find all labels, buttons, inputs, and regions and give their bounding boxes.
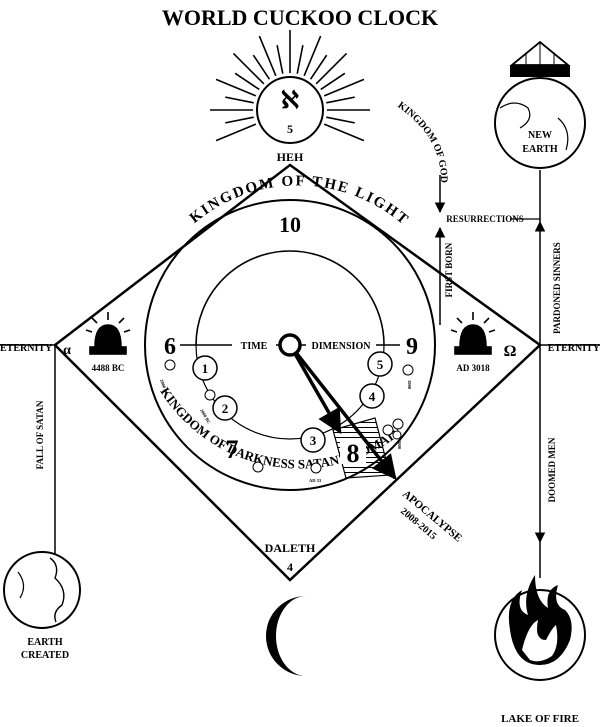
sun-ray — [215, 78, 257, 97]
dial-number-eight: 8 — [347, 439, 360, 468]
end-date-label: AD 3018 — [456, 363, 490, 373]
omega-symbol: Ω — [504, 343, 517, 360]
dial-number-nine: 9 — [406, 334, 418, 360]
sun-ray — [326, 116, 355, 124]
clock-hand-long — [288, 343, 397, 480]
alpha-symbol: α — [63, 343, 71, 358]
svg-text:1: 1 — [202, 361, 209, 376]
first-born-label: FIRST BORN — [444, 242, 454, 297]
outer-diamond — [53, 163, 542, 582]
svg-text:2: 2 — [222, 401, 229, 416]
sun-ray — [225, 96, 254, 104]
new-earth-icon — [494, 40, 586, 169]
sun-ray — [258, 35, 277, 77]
svg-text:3: 3 — [310, 433, 317, 448]
lake-of-fire-label: LAKE OF FIRE — [501, 713, 579, 725]
svg-text:4: 4 — [369, 389, 376, 404]
inner-time-arc — [195, 250, 385, 346]
start-date-label: 4488 BC — [92, 363, 125, 373]
sun-ray — [326, 96, 355, 104]
dimension-label: DIMENSION — [312, 341, 372, 352]
sun-ray — [225, 116, 254, 124]
sun-glyph: ℵ — [281, 88, 299, 114]
pardoned-label: PARDONED SINNERS — [552, 242, 562, 334]
lake-of-fire-icon — [494, 575, 586, 681]
clock-hand-short — [288, 344, 342, 435]
doomed-label: DOOMED MEN — [547, 437, 557, 502]
date-badge: 1000 — [397, 440, 402, 450]
new-earth-line2: EARTH — [522, 144, 557, 155]
sun-ray — [232, 52, 265, 85]
sun-rays — [210, 30, 370, 142]
sun-ray — [320, 72, 346, 91]
daleth-label: DALETH — [265, 541, 316, 555]
tiny-badge — [164, 359, 414, 474]
sun-ray — [215, 123, 257, 142]
sun-ray — [276, 45, 284, 74]
sun-ray — [315, 52, 348, 85]
eternity-left-label: ETERNITY — [0, 343, 53, 354]
eternity-right-label: ETERNITY — [548, 343, 600, 354]
date-badge: 2000 BC — [159, 379, 169, 396]
date-badge: 1000 — [407, 380, 412, 390]
diagram-title: WORLD CUCKOO CLOCK — [162, 5, 438, 30]
new-earth-line1: NEW — [528, 130, 552, 141]
dial-hub — [278, 333, 302, 357]
date-badge: AD 33 — [309, 478, 322, 483]
kingdom-god-label: KINGDOM OF GOD — [395, 100, 449, 183]
sun-circle — [256, 76, 324, 144]
alarm-bell-left-icon — [85, 312, 131, 355]
dial-number-seven: 7 — [226, 435, 239, 464]
crescent-moon-icon — [265, 595, 306, 676]
earth-globe-icon — [3, 551, 81, 629]
earth-created-line2: CREATED — [21, 650, 69, 661]
resurrections-label: RESURRECTIONS — [446, 214, 524, 224]
sun-ray — [296, 45, 304, 74]
svg-text:5: 5 — [377, 357, 384, 372]
dial-number-six: 6 — [164, 334, 176, 360]
sun-ray — [252, 54, 271, 80]
fall-of-satan-label: FALL OF SATAN — [35, 400, 45, 469]
sun-ray — [234, 72, 260, 91]
small-circle-5: 5 — [367, 351, 393, 377]
alarm-bell-right-icon — [450, 312, 496, 355]
sun-ray — [323, 123, 365, 142]
small-circle-4: 4 — [359, 383, 385, 409]
small-circle-1: 1 — [192, 355, 218, 381]
sun-number: 5 — [287, 122, 293, 136]
dial-circle — [144, 199, 436, 491]
dial-number-ten: 10 — [279, 212, 301, 237]
small-circle-3: 3 — [300, 427, 326, 453]
small-circle-2: 2 — [212, 395, 238, 421]
sun-caption: HEH — [277, 150, 304, 164]
daleth-number: 4 — [287, 560, 293, 574]
sun-ray — [323, 78, 365, 97]
time-label: TIME — [241, 341, 268, 352]
sun-ray — [303, 35, 322, 77]
sun-ray — [309, 54, 328, 80]
earth-created-line1: EARTH — [27, 637, 62, 648]
